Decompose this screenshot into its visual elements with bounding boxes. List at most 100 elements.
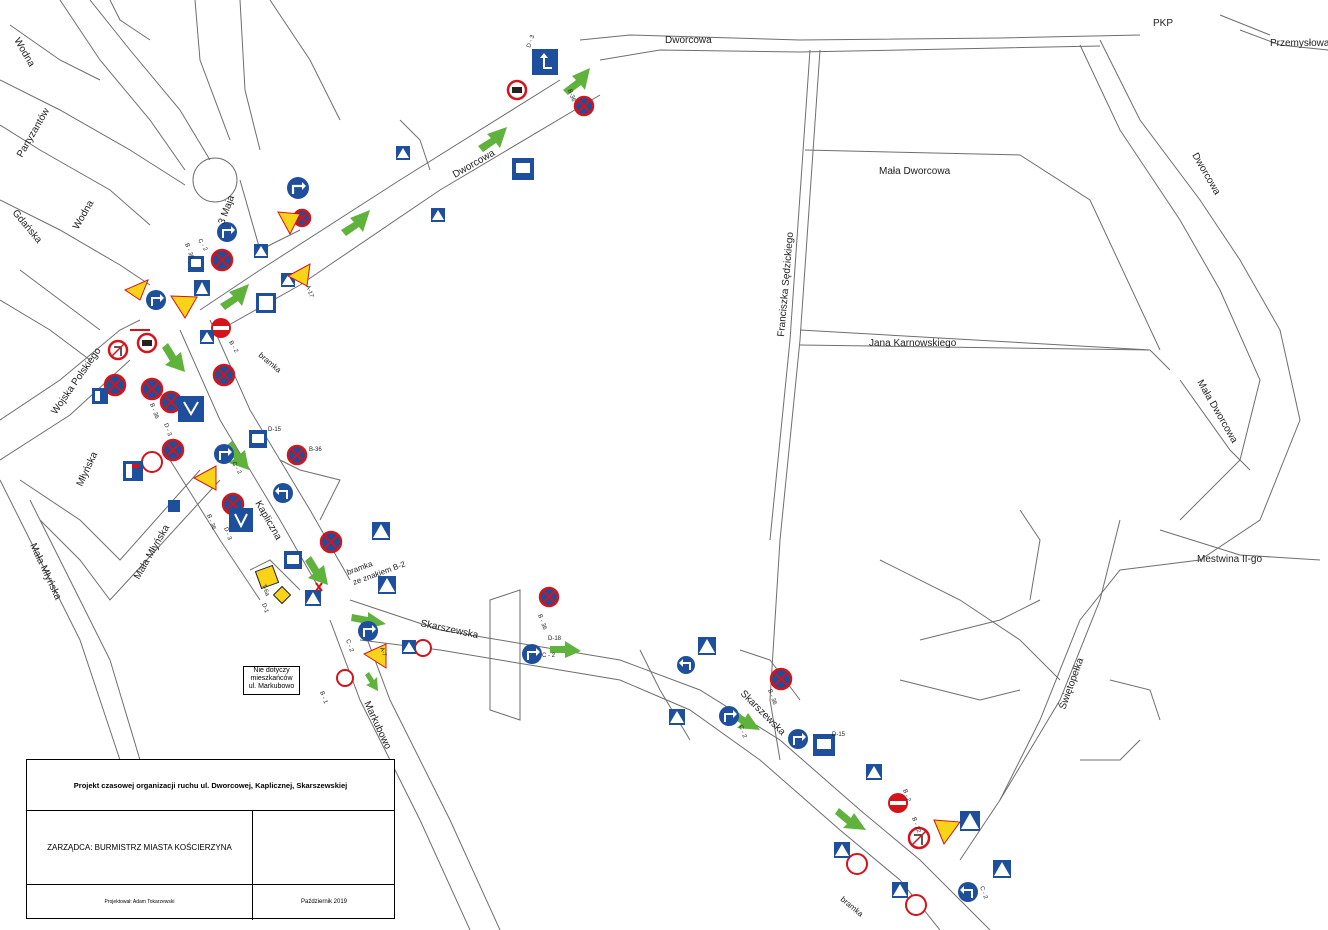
- weight-limit-sign-icon: [414, 639, 432, 657]
- note-line: Nie dotyczy: [253, 667, 290, 674]
- sign-code: B - 36: [183, 243, 194, 261]
- title-block-authority-row: ZARZĄDCA: BURMISTRZ MIASTA KOŚCIERZYNA: [27, 810, 394, 885]
- green-arrow: [550, 641, 581, 658]
- street-label: Wodna: [71, 198, 96, 231]
- bus-stop-sign-icon: [188, 256, 204, 272]
- street-label: Mała Młyńska: [27, 542, 63, 602]
- note-line: ul. Markubowo: [248, 683, 295, 690]
- sign-code: C - 2: [737, 725, 747, 740]
- turn-right-sign-icon: [522, 644, 542, 664]
- note-line: mieszkańców: [250, 675, 293, 682]
- bus-stop-sign-icon: [813, 734, 835, 756]
- turn-right-sign-icon: [217, 222, 237, 242]
- parking-sign-icon: [256, 293, 276, 313]
- street-label: Mała Młyńska: [132, 523, 172, 582]
- dead-end-sign-icon: [123, 461, 143, 481]
- green-arrow: [305, 556, 328, 585]
- pedestrian-crossing-sign-icon: [378, 576, 396, 594]
- sign-code: C - 2: [196, 238, 208, 253]
- sign-code: B-36: [566, 89, 576, 104]
- sign-code: B-36: [309, 447, 322, 453]
- weight-limit-sign-icon: [905, 894, 927, 916]
- green-arrow: [341, 210, 370, 236]
- street-label: Dworcowa: [451, 148, 497, 181]
- bus-stop-sign-icon: [249, 430, 267, 448]
- pedestrian-crossing-sign-icon: [402, 640, 416, 654]
- street-label: Świętopełka: [1056, 655, 1087, 711]
- pedestrian-crossing-sign-icon: [866, 764, 882, 780]
- sign-code: B - 36: [205, 514, 216, 532]
- pedestrian-crossing-sign-icon: [194, 280, 210, 296]
- sign-code: B - 2: [901, 789, 911, 804]
- sign-code: B - 36: [536, 614, 547, 632]
- no-truck-sign-icon: [136, 332, 158, 354]
- sign-code: D - 3: [162, 423, 172, 438]
- residents-exemption-note: Nie dotyczy mieszkańców ul. Markubowo: [243, 666, 300, 695]
- sign-code: C - 2: [344, 639, 354, 654]
- sign-code: C - 2: [978, 886, 988, 901]
- barriers: [130, 329, 323, 592]
- weight-limit-sign-icon: [846, 853, 868, 875]
- sign-code: B - 1: [318, 691, 328, 706]
- dead-end-sign-icon: [92, 388, 108, 404]
- sign-code: D-15: [832, 732, 846, 738]
- warning-signs: [123, 211, 961, 846]
- street-label: Młyńska: [75, 450, 101, 488]
- detour-direction-sign-icon: [178, 396, 204, 422]
- sign-code: D-15: [268, 427, 282, 433]
- gate-label: bramka: [839, 895, 866, 919]
- no-left-turn-sign-icon: [107, 339, 129, 361]
- street-label: PKP: [1153, 18, 1173, 29]
- sign-code: B - 22: [910, 817, 921, 835]
- detour-direction-sign-icon: [532, 49, 558, 75]
- no-truck-sign-icon: [506, 79, 528, 101]
- street-label: Mała Dworcowa: [879, 166, 951, 177]
- no-left-turn-sign-icon: [907, 826, 931, 850]
- sign-code: B - 36: [766, 689, 777, 707]
- turn-left-sign-icon: [273, 483, 293, 503]
- warning-triangle-icon: [192, 465, 217, 491]
- green-arrow: [220, 284, 249, 310]
- sign-code: D - 3: [222, 527, 232, 542]
- prohibition-signs: [107, 79, 931, 916]
- sign-code: D-18: [548, 636, 562, 642]
- gate-label: bramka: [257, 351, 284, 375]
- sign-code: D-1: [260, 603, 269, 615]
- street-label: Dworcowa: [1189, 151, 1222, 197]
- street-label: Jana Karnowskiego: [869, 338, 957, 349]
- title-block: Projekt czasowej organizacji ruchu ul. D…: [26, 759, 395, 920]
- warning-triangle-icon: [170, 295, 198, 319]
- street-label: Przemysłowa: [1270, 38, 1328, 49]
- priority-road-sign-icon: [272, 585, 292, 605]
- weight-limit-sign-icon: [141, 451, 163, 473]
- turn-right-sign-icon: [214, 444, 234, 464]
- street-label: Mała Dworcowa: [1194, 378, 1239, 445]
- pedestrian-crossing-sign-icon: [834, 842, 850, 858]
- street-label: Partyzantów: [15, 106, 52, 160]
- sign-code: B - 2: [227, 340, 239, 355]
- turn-left-sign-icon: [958, 882, 978, 902]
- no-stopping-sign-icon: [161, 438, 185, 462]
- sign-code: B - 36: [148, 403, 159, 421]
- no-stopping-sign-icon: [210, 248, 234, 272]
- barrier-mark: [315, 582, 323, 592]
- street-labels: Dworcowa Dworcowa Dworcowa PKP Przemysło…: [10, 18, 1328, 752]
- green-arrow: [478, 127, 507, 152]
- designer-name: Projektował: Adam Tokarzewski: [27, 884, 253, 920]
- green-arrow: [835, 808, 866, 830]
- sign-code: D - 3: [526, 34, 536, 49]
- no-stopping-sign-icon: [103, 373, 127, 397]
- sign-code: A-17: [304, 285, 314, 300]
- pedestrian-crossing-sign-icon: [960, 811, 980, 831]
- no-stopping-sign-icon: [159, 390, 183, 414]
- detour-arrows: [162, 68, 866, 830]
- information-signs: [92, 49, 1011, 898]
- street-label: Franciszka Sędzickiego: [776, 231, 796, 337]
- pedestrian-crossing-sign-icon: [431, 208, 445, 222]
- green-arrow: [162, 343, 185, 372]
- warning-triangle-icon: [362, 643, 387, 669]
- turn-left-sign-icon: [677, 656, 695, 674]
- pedestrian-crossing-sign-icon: [993, 860, 1011, 878]
- pedestrian-crossing-sign-icon: [168, 500, 180, 512]
